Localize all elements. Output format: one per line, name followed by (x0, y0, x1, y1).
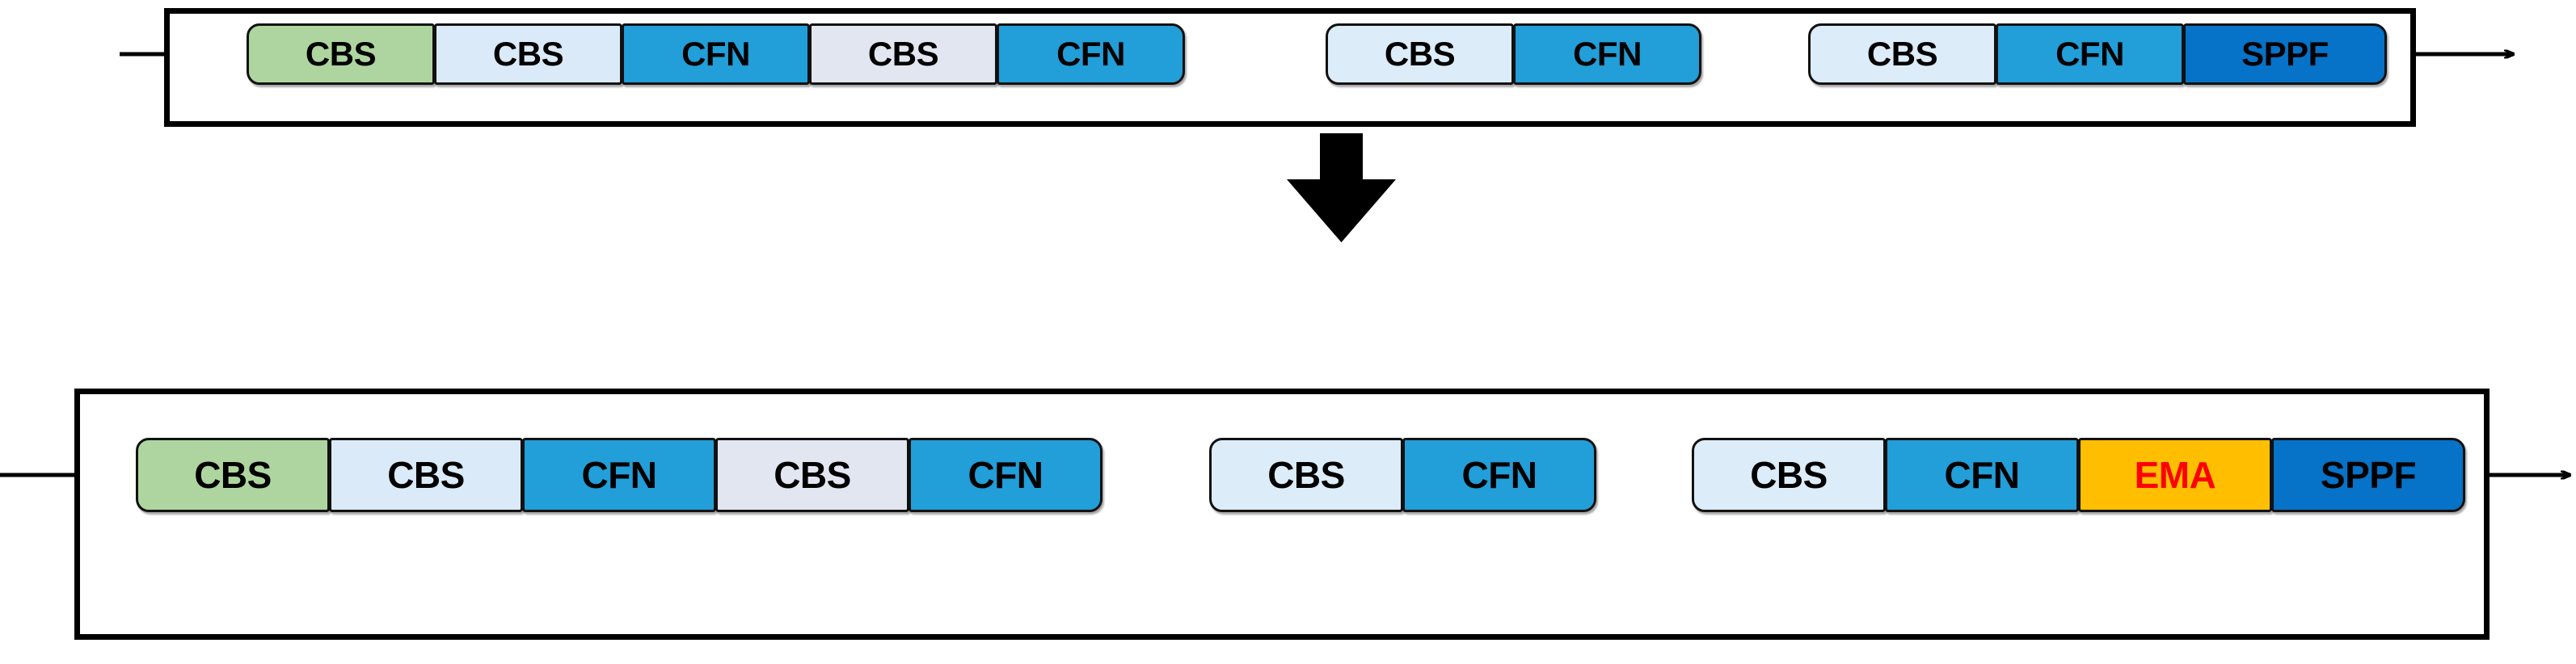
block-cfn[interactable]: CFN (1513, 23, 1701, 85)
baseline-stage-3: CBS CFN SPPF (1808, 23, 2387, 85)
block-cbs[interactable]: CBS (1692, 438, 1886, 512)
ema-stage-3: CBS CFN EMA SPPF (1692, 438, 2465, 512)
block-group: CBS CFN SPPF (1808, 23, 2387, 85)
block-cbs[interactable]: CBS (247, 23, 435, 85)
block-cbs[interactable]: CBS (136, 438, 330, 512)
block-cbs[interactable]: CBS (1209, 438, 1403, 512)
block-cbs[interactable]: CBS (809, 23, 997, 85)
block-cbs[interactable]: CBS (1326, 23, 1514, 85)
block-group: CBS CFN (1209, 438, 1596, 512)
block-cfn[interactable]: CFN (1402, 438, 1596, 512)
block-cbs[interactable]: CBS (434, 23, 622, 85)
block-cbs[interactable]: CBS (1808, 23, 1996, 85)
block-cfn[interactable]: CFN (1885, 438, 2079, 512)
ema-stage-1: CBS CBS CFN CBS CFN (136, 438, 1102, 512)
baseline-stage-1: CBS CBS CFN CBS CFN (247, 23, 1185, 85)
block-cfn[interactable]: CFN (1996, 23, 2184, 85)
ema-network-frame (74, 389, 2490, 640)
block-cfn[interactable]: CFN (997, 23, 1185, 85)
block-sppf[interactable]: SPPF (2183, 23, 2387, 85)
block-group: CBS CBS CFN CBS CFN (136, 438, 1102, 512)
block-cfn[interactable]: CFN (622, 23, 810, 85)
block-ema[interactable]: EMA (2078, 438, 2272, 512)
block-group: CBS CFN (1326, 23, 1701, 85)
thick-down-arrow (1287, 133, 1396, 242)
block-cbs[interactable]: CBS (715, 438, 909, 512)
block-group: CBS CFN EMA SPPF (1692, 438, 2465, 512)
block-sppf[interactable]: SPPF (2271, 438, 2465, 512)
block-cbs[interactable]: CBS (329, 438, 523, 512)
block-cfn[interactable]: CFN (522, 438, 716, 512)
block-cfn[interactable]: CFN (909, 438, 1102, 512)
baseline-stage-2: CBS CFN (1326, 23, 1701, 85)
block-group: CBS CBS CFN CBS CFN (247, 23, 1185, 85)
ema-stage-2: CBS CFN (1209, 438, 1596, 512)
